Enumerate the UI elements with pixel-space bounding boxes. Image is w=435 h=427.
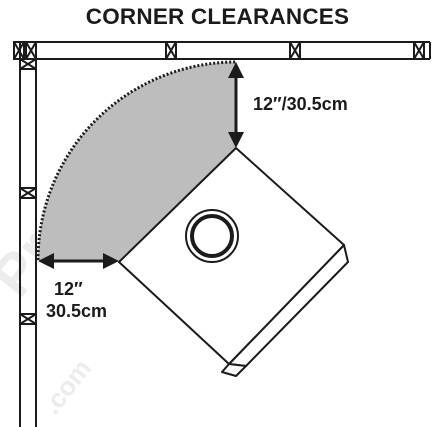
- side-dimension-label-line1: 12″: [54, 279, 83, 299]
- left-wall-studs: [19, 58, 37, 325]
- diagram-title: CORNER CLEARANCES: [85, 4, 350, 29]
- side-dimension-arrow: [38, 253, 119, 269]
- clearance-arc: [36, 60, 237, 261]
- top-dimension-label: 12″/30.5cm: [253, 94, 348, 114]
- corner-sink-unit: [118, 147, 349, 377]
- clearance-zone: [38, 62, 236, 262]
- left-wall: [19, 42, 37, 427]
- side-dimension-label-line2: 30.5cm: [46, 301, 107, 321]
- sink-front-panel: [221, 363, 247, 377]
- sink-top: [118, 147, 345, 365]
- watermark-text-small: .com: [36, 353, 97, 419]
- drain-ring: [190, 214, 234, 258]
- top-wall-studs: [13, 41, 425, 60]
- top-wall: [13, 41, 431, 60]
- top-dimension-arrow: [228, 62, 244, 148]
